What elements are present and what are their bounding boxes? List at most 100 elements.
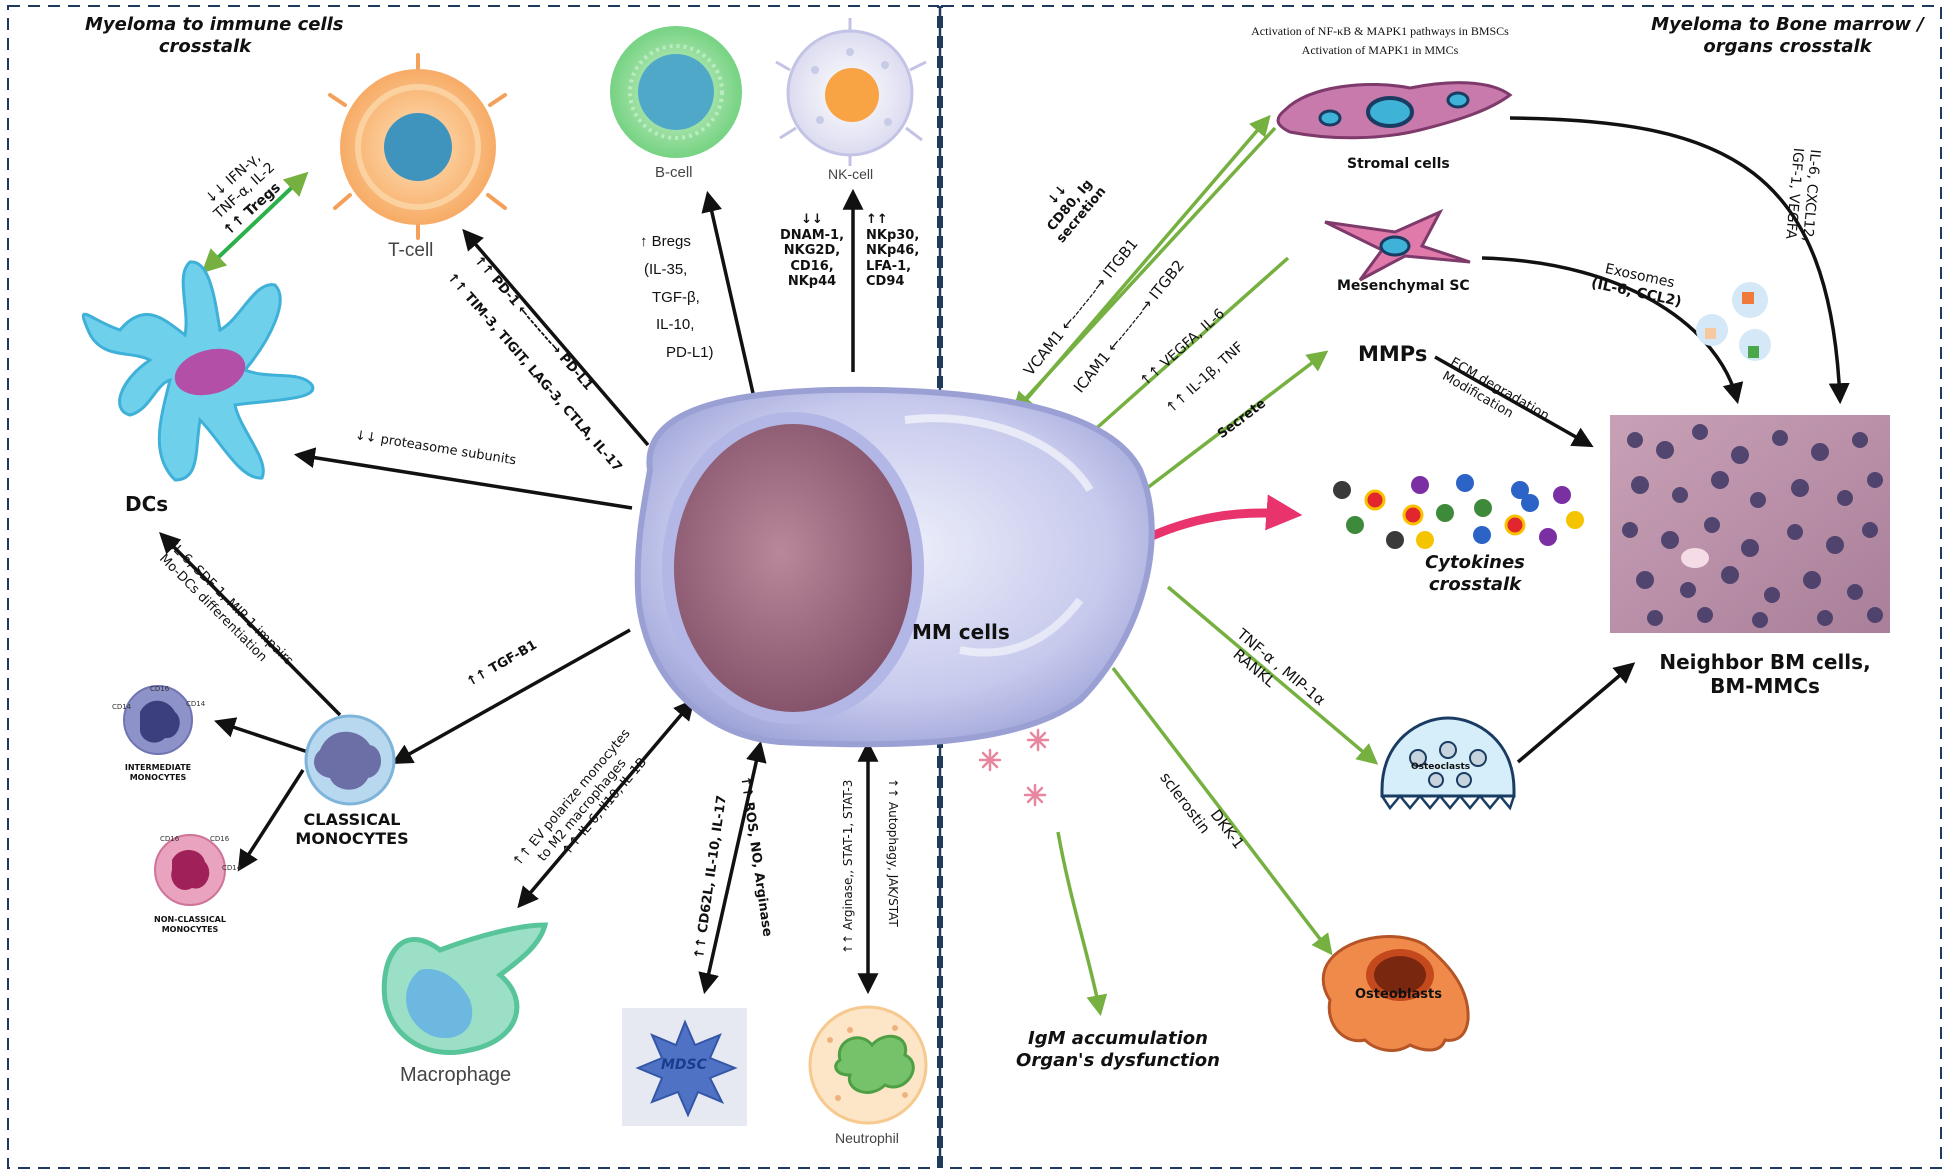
nk-down-line-4: CD16,	[790, 258, 834, 274]
arrow-mm-to-mmps	[1136, 350, 1329, 497]
mesenchymal-sc-label: Mesenchymal SC	[1337, 278, 1470, 294]
arrow-mm-to-monocytes	[391, 628, 631, 765]
arrow-mesenchymal-to-mm	[1068, 256, 1290, 453]
nonclassical-monocyte-illustration	[154, 834, 226, 906]
exosome-vesicles	[1696, 282, 1771, 361]
left-title-line-2: crosstalk	[158, 35, 252, 57]
classical-monocytes-line-2: MONOCYTES	[295, 829, 409, 849]
bm-tissue-image	[1610, 415, 1890, 633]
igm-antibody-icons	[978, 728, 1050, 807]
nk-down-line-1: ↓↓	[801, 212, 823, 227]
bregs-line-4: IL-10,	[656, 316, 695, 334]
nk-down-line-3: NKG2D,	[783, 243, 841, 259]
classical-monocytes-line-1: CLASSICAL	[303, 810, 401, 829]
nkcell-label: NK-cell	[828, 166, 874, 182]
igm-label: IgM accumulation Organ's dysfunction	[1003, 1028, 1233, 1071]
cd14-label-intermediate: CD14	[112, 703, 132, 711]
mm-cell-illustration	[634, 386, 1155, 748]
cytokines-line-2: crosstalk	[1428, 573, 1522, 595]
neutrophil-arginase-label: ↑↑ Arginase,, STAT-1, STAT-3	[841, 779, 855, 954]
intermediate-monocytes-label: INTERMEDIATE MONOCYTES	[108, 763, 208, 782]
mm-cells-label: MM cells	[912, 620, 1010, 644]
left-section-title: Myeloma to immune cells crosstalk	[85, 14, 344, 57]
intermediate-monocytes-line-1: INTERMEDIATE	[124, 763, 192, 772]
nk-up-line-4: LFA-1,	[866, 258, 912, 274]
neutrophil-autophagy-label: ↑↑ Autophagy, JAK/STAT	[886, 778, 900, 927]
nk-down-line-5: NKp44	[787, 274, 837, 290]
neutrophil-label: Neutrophil	[835, 1130, 899, 1146]
osteoblasts-label: Osteoblasts	[1355, 987, 1442, 1002]
nonclassical-monocytes-line-1: NON-CLASSICAL	[154, 915, 226, 924]
igm-line-2: Organ's dysfunction	[1016, 1049, 1220, 1071]
bregs-line-2: (IL-35,	[644, 260, 688, 278]
nonclassical-monocytes-label: NON-CLASSICAL MONOCYTES	[140, 915, 240, 934]
nkcell-illustration	[775, 18, 927, 166]
cytokines-label: Cytokines crosstalk	[1400, 552, 1550, 595]
bregs-line-5: PD-L1)	[666, 344, 714, 361]
right-title-line-1: Myeloma to Bone marrow /	[1651, 14, 1924, 35]
left-title-line-1: Myeloma to immune cells	[85, 14, 344, 35]
bcell-label: B-cell	[655, 164, 693, 181]
neighbor-bm-label: Neighbor BM cells, BM-MMCs	[1640, 650, 1890, 698]
mdsc-illustration	[622, 1008, 747, 1126]
arrow-tcell-dc	[201, 171, 309, 274]
bregs-line-1: ↑ Bregs	[640, 233, 691, 250]
arrow-igm-to-dysfunction	[1056, 831, 1108, 1017]
arrow-mm-to-cytokines	[1141, 494, 1303, 545]
osteoclasts-label: Osteoclasts	[1411, 762, 1471, 772]
arrow-monocytes-to-dcs	[159, 532, 342, 717]
nk-up-line-5: CD94	[866, 274, 905, 290]
macrophage-label: Macrophage	[400, 1064, 512, 1086]
tcell-illustration	[328, 53, 507, 240]
mesenchymal-sc-illustration	[1324, 208, 1471, 282]
bregs-label: ↑ Bregs (IL-35, TGF-β, IL-10, PD-L1)	[640, 228, 714, 367]
nfkb-activation-label: Activation of NF-κB & MAPK1 pathways in …	[1215, 22, 1545, 60]
arrow-mm-to-bcell	[701, 190, 757, 403]
nk-upregulated-label: ↑↑ NKp30, NKp46, LFA-1, CD94	[866, 212, 919, 290]
cd16-label-intermediate: CD16	[150, 685, 170, 693]
arrow-mm-to-osteoblasts	[1111, 666, 1333, 956]
neighbor-line-2: BM-MMCs	[1710, 674, 1820, 698]
cytokines-line-1: Cytokines	[1425, 552, 1525, 573]
arrow-osteoclasts-to-neighbor	[1516, 662, 1636, 764]
arrow-mm-macrophage	[517, 698, 695, 909]
stromal-cells-illustration	[1276, 81, 1513, 140]
nk-down-line-2: DNAM-1,	[779, 227, 845, 243]
arrow-mm-to-osteoclasts	[1166, 585, 1379, 765]
nk-up-line-3: NKp46,	[866, 243, 920, 259]
right-section-title: Myeloma to Bone marrow / organs crosstal…	[1650, 14, 1925, 57]
cd14-label-intermediate-2: CD14	[186, 700, 206, 708]
igm-line-1: IgM accumulation	[1028, 1028, 1208, 1049]
arrow-mesenchymal-to-neighbor	[1481, 256, 1744, 405]
nk-downregulated-label: ↓↓ DNAM-1, NKG2D, CD16, NKp44	[776, 212, 848, 290]
intermediate-monocyte-illustration	[123, 685, 193, 755]
arrow-mm-to-dcs	[293, 447, 633, 510]
classical-monocyte-illustration	[304, 714, 396, 806]
macrophage-illustration	[381, 922, 549, 1056]
nk-up-line-1: ↑↑	[866, 212, 888, 227]
dcs-label: DCs	[125, 492, 169, 516]
neutrophil-illustration	[808, 1005, 928, 1125]
mmps-label: MMPs	[1358, 342, 1428, 366]
intermediate-monocytes-line-2: MONOCYTES	[129, 772, 187, 782]
nfkb-line-1: Activation of NF-κB & MAPK1 pathways in …	[1251, 24, 1509, 38]
tcell-label: T-cell	[388, 240, 434, 261]
cd16-label-nonclassical: CD16	[160, 835, 180, 843]
arrow-mono-to-intermediate	[214, 717, 309, 754]
cd16-label-nonclassical-2: CD16	[210, 835, 230, 843]
arrow-mono-to-nonclassical	[237, 769, 305, 872]
arrow-stromal-to-neighbor	[1509, 116, 1850, 405]
dc-illustration	[81, 260, 315, 482]
arrow-stromal-to-mm	[1012, 126, 1277, 414]
nonclassical-monocytes-line-2: MONOCYTES	[161, 924, 219, 934]
osteoclasts-illustration	[1380, 716, 1516, 811]
classical-monocytes-label: CLASSICAL MONOCYTES	[284, 810, 420, 848]
osteoblasts-illustration	[1321, 935, 1470, 1052]
neighbor-line-1: Neighbor BM cells,	[1659, 650, 1871, 674]
arrow-mm-mdsc	[698, 740, 767, 995]
nk-up-line-2: NKp30,	[866, 227, 920, 243]
cytokine-dots	[1333, 474, 1584, 549]
right-title-line-2: organs crosstalk	[1703, 35, 1872, 57]
bcell-illustration	[610, 26, 742, 158]
mdsc-label: MDSC	[661, 1057, 707, 1073]
